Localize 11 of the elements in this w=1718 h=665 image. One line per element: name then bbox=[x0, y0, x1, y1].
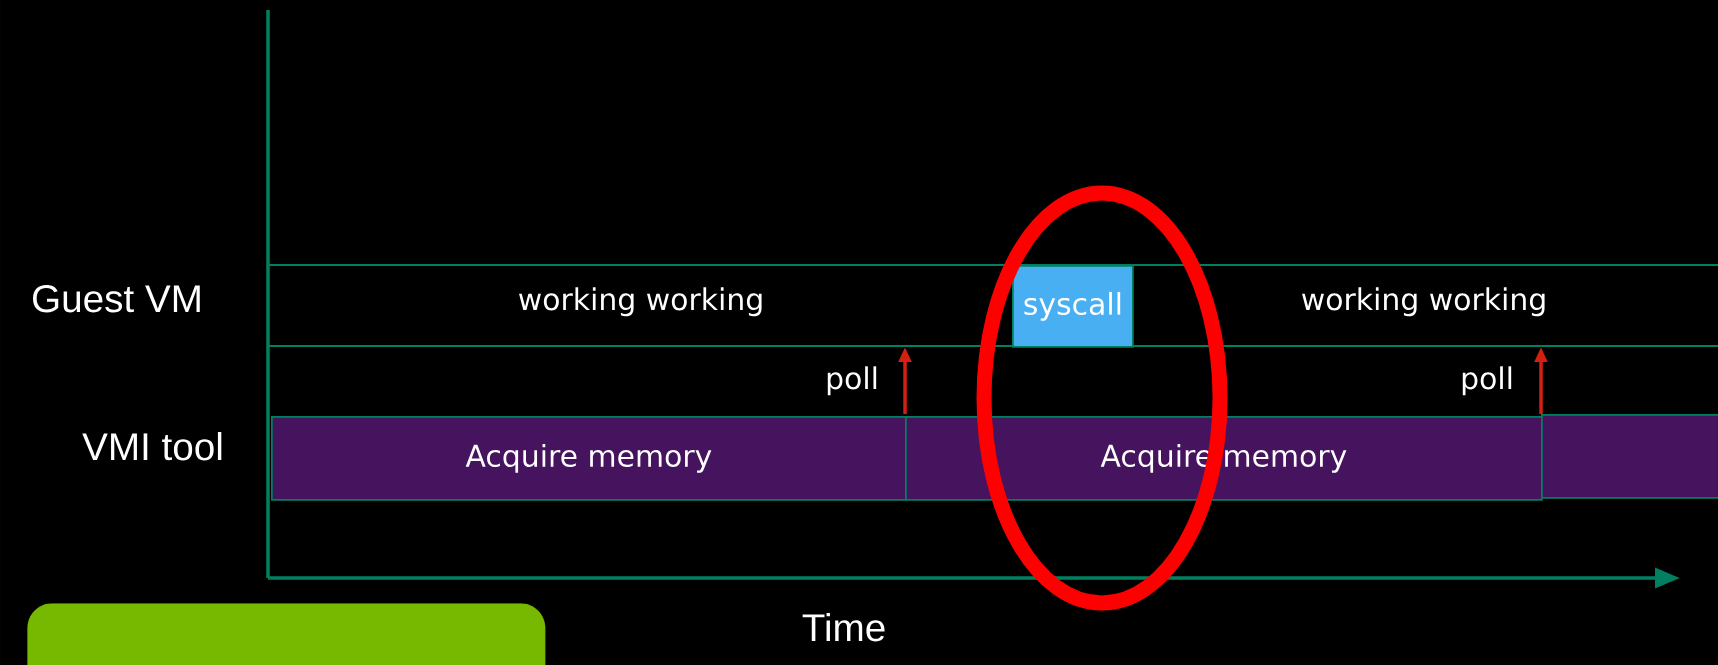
poll-label: poll bbox=[1462, 366, 1512, 396]
axis-label: Time bbox=[802, 613, 885, 642]
activity-label: working working bbox=[519, 287, 762, 317]
note-box bbox=[27, 603, 546, 665]
activity-label: working working bbox=[1302, 287, 1545, 317]
process-bar: Acquire memory bbox=[271, 416, 907, 501]
lane-label: VMI tool bbox=[82, 432, 222, 461]
syscall-box: syscall bbox=[1012, 265, 1134, 348]
process-bar bbox=[1541, 414, 1718, 499]
poll-label: poll bbox=[827, 366, 877, 396]
lane-label: Guest VM bbox=[33, 285, 200, 313]
